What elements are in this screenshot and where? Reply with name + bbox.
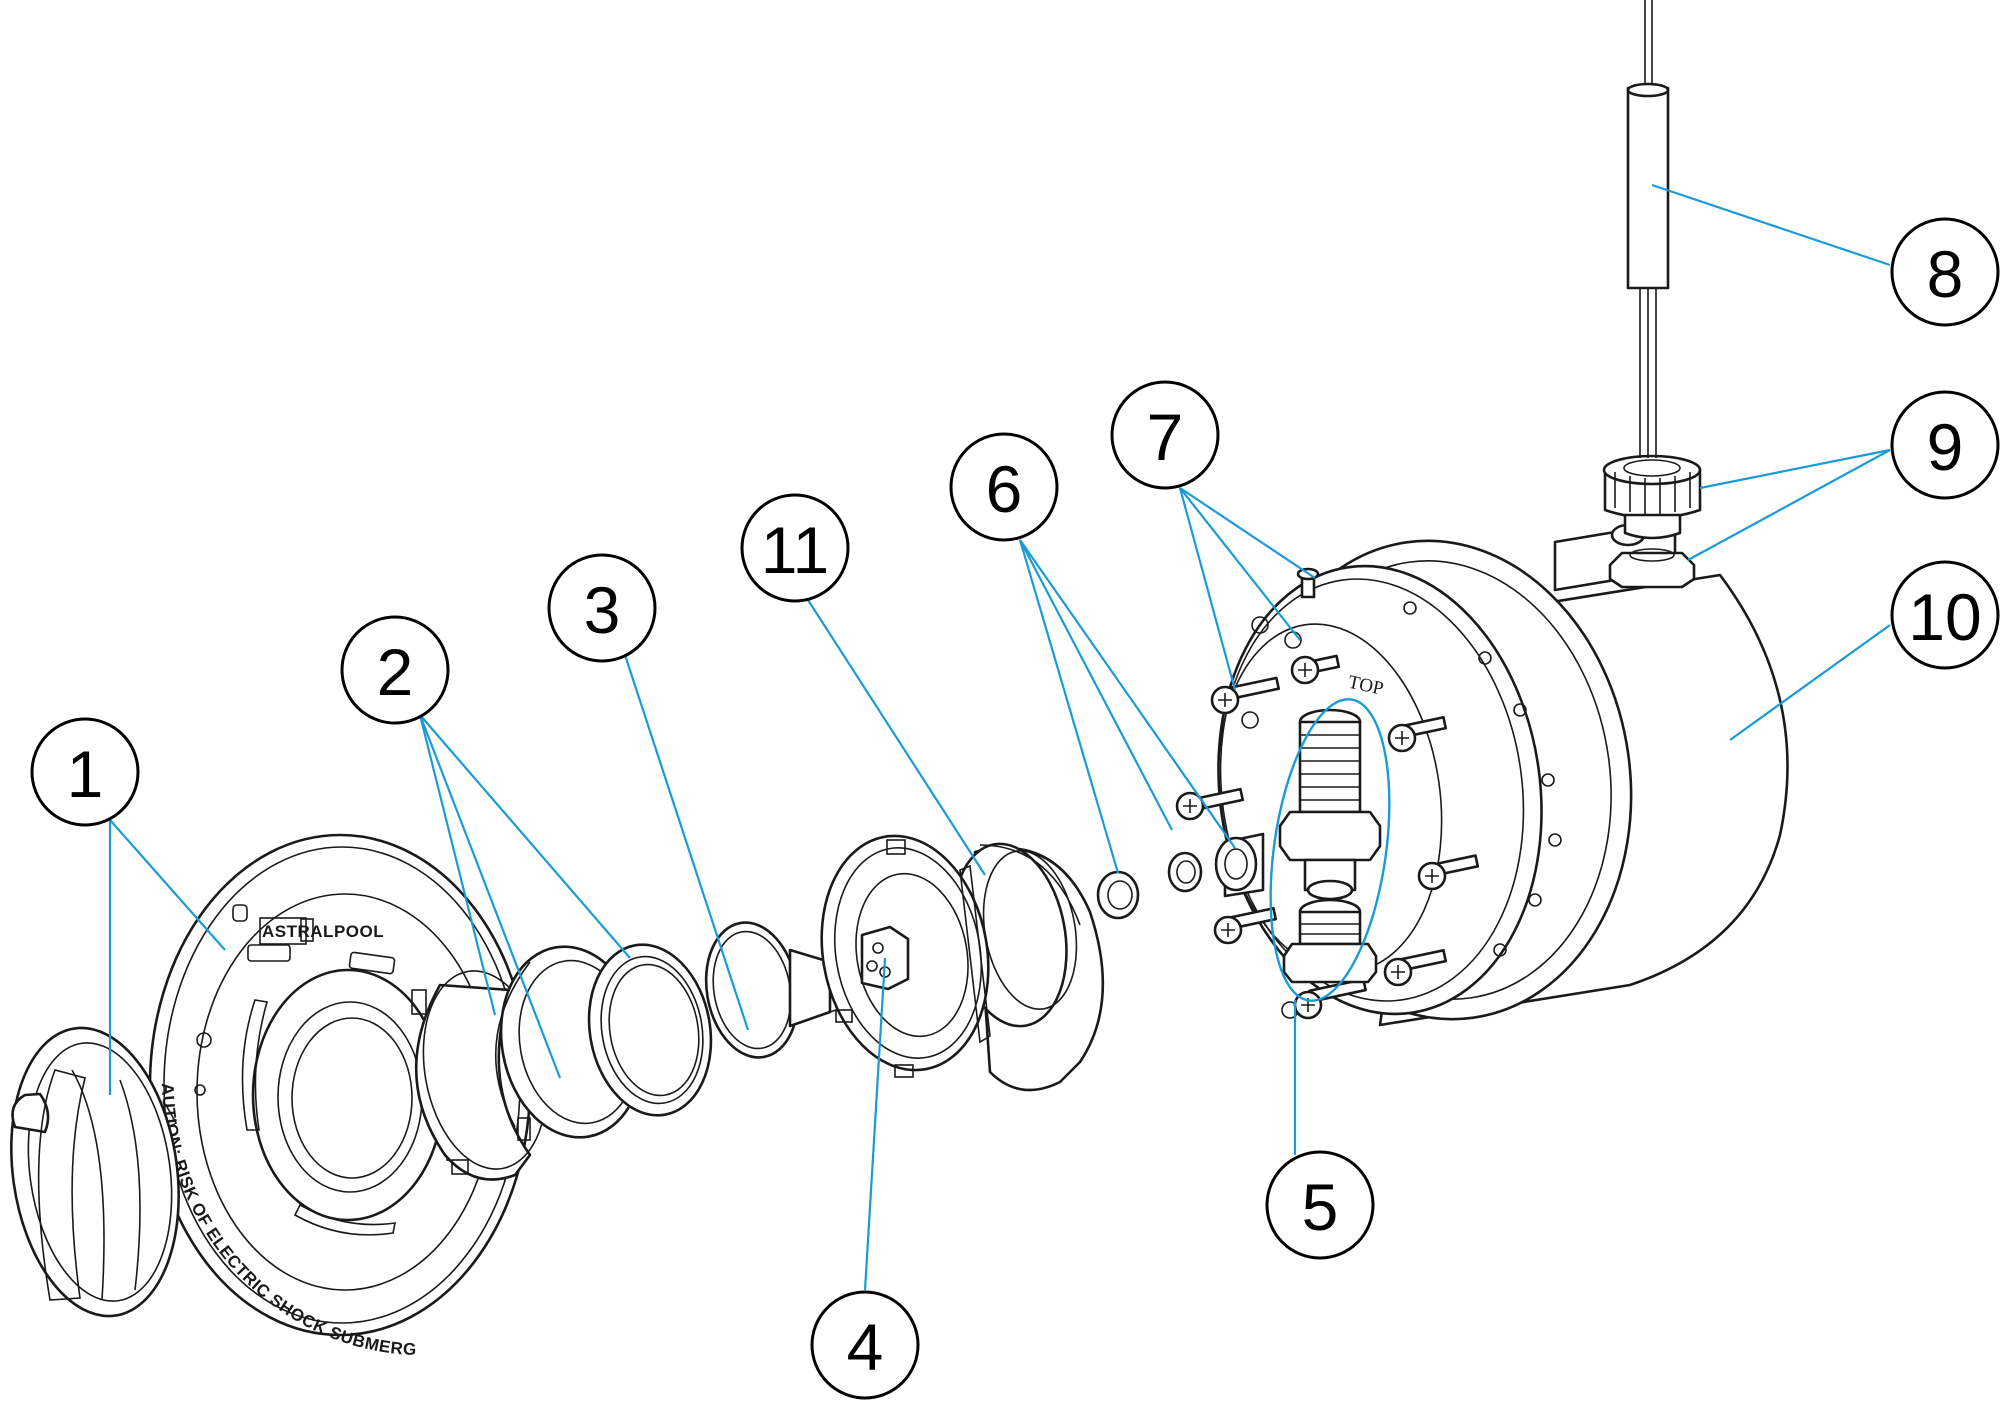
leader-line-10 — [1729, 624, 1891, 741]
leader-line-7 — [1179, 487, 1316, 579]
part-9-gland-nut — [1602, 454, 1702, 540]
part-7-screws — [1175, 567, 1480, 1020]
callout-number-10: 10 — [1908, 580, 1981, 654]
callout-10: 10 — [1890, 560, 2000, 670]
leader-line-4 — [863, 957, 887, 1291]
callout-circle-6 — [949, 432, 1059, 542]
callout-circle-4 — [810, 1290, 920, 1400]
callout-number-6: 6 — [986, 452, 1023, 526]
callout-number-8: 8 — [1927, 237, 1964, 311]
callout-circle-10 — [1890, 560, 2000, 670]
callout-2: 2 — [340, 615, 450, 725]
screw — [1210, 676, 1281, 715]
callout-number-5: 5 — [1302, 1170, 1339, 1244]
callout-circle-3 — [547, 553, 657, 663]
callout-5: 5 — [1265, 1150, 1375, 1260]
leader-line-9 — [1687, 449, 1891, 561]
callout-circle-11 — [740, 493, 850, 603]
leader-line-1 — [109, 819, 226, 951]
leader-line-9 — [1699, 448, 1891, 490]
screw — [1383, 949, 1448, 987]
leader-line-7 — [1179, 487, 1301, 641]
callout-number-9: 9 — [1927, 410, 1964, 484]
callout-number-2: 2 — [377, 635, 414, 709]
callout-number-7: 7 — [1147, 400, 1184, 474]
screw — [1213, 907, 1278, 945]
callout-circle-8 — [1890, 217, 2000, 327]
part-1-lens-cap — [10, 1026, 180, 1318]
screw — [1417, 854, 1480, 891]
callout-8: 8 — [1890, 217, 2000, 327]
screw — [1387, 716, 1448, 753]
callout-3: 3 — [547, 553, 657, 663]
callout-number-1: 1 — [67, 737, 104, 811]
part-11-lamp-body — [820, 834, 1105, 1092]
part-9-hex-nut — [1608, 548, 1696, 589]
callout-7: 7 — [1110, 380, 1220, 490]
callout-1: 1 — [30, 717, 140, 827]
leader-line-6 — [1018, 539, 1120, 874]
part-6-washers — [1096, 851, 1203, 920]
screw — [1290, 654, 1341, 685]
part-3-o-ring — [704, 921, 843, 1059]
leader-lines — [108, 183, 1891, 1291]
callout-labels: 1 2 3 4 5 6 7 8 9 10 11 — [30, 217, 2000, 1400]
leader-line-6 — [1019, 539, 1236, 849]
leader-line-2 — [418, 714, 562, 1079]
callout-circle-9 — [1890, 390, 2000, 500]
callout-6: 6 — [949, 432, 1059, 542]
leader-line-3 — [623, 654, 750, 1031]
part-8-cable — [1626, 0, 1670, 458]
part-2-gasket — [587, 943, 713, 1117]
callout-circle-1 — [30, 717, 140, 827]
callout-11: 11 — [740, 493, 850, 603]
leader-line-8 — [1651, 183, 1891, 267]
part-5-cable-gland — [1214, 698, 1391, 1002]
leader-line-6 — [1019, 539, 1173, 831]
callout-4: 4 — [810, 1290, 920, 1400]
callout-circle-5 — [1265, 1150, 1375, 1260]
callout-9: 9 — [1890, 390, 2000, 500]
callout-circle-7 — [1110, 380, 1220, 490]
leader-line-7 — [1178, 487, 1237, 691]
leader-line-11 — [807, 599, 986, 876]
part-10-niche-housing: TOP — [1217, 520, 1789, 1027]
brand-mark: ASTRALPOOL — [262, 922, 384, 941]
callout-number-3: 3 — [584, 573, 621, 647]
callout-circle-2 — [340, 615, 450, 725]
leader-line-2 — [418, 714, 497, 1016]
callout-number-4: 4 — [847, 1310, 884, 1384]
leader-line-2 — [419, 714, 631, 959]
callout-number-11: 11 — [761, 513, 830, 587]
